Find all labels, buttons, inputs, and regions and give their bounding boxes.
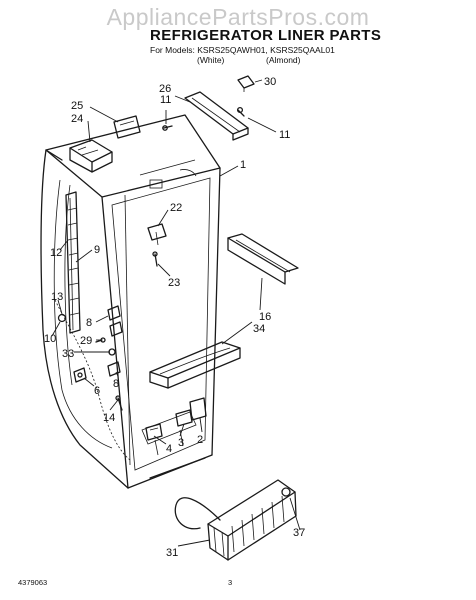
callout-8-lower: 8 xyxy=(113,378,119,390)
callout-1: 1 xyxy=(240,159,246,171)
document-number: 4379063 xyxy=(18,578,48,587)
callout-10: 10 xyxy=(44,333,56,345)
callout-8-upper: 8 xyxy=(86,317,92,329)
variant-white: (White) xyxy=(197,55,225,65)
diagram-title: REFRIGERATOR LINER PARTS xyxy=(150,27,382,44)
callout-2: 2 xyxy=(197,434,203,446)
callout-26: 26 xyxy=(159,83,171,95)
watermark: AppliancePartsPros.com xyxy=(106,4,370,30)
callout-6: 6 xyxy=(94,385,100,397)
callout-29: 29 xyxy=(80,335,92,347)
callout-30: 30 xyxy=(264,76,276,88)
callout-23: 23 xyxy=(168,277,180,289)
liner-cabinet xyxy=(40,114,221,489)
callout-11-top: 11 xyxy=(160,94,171,106)
clip-part xyxy=(237,75,255,92)
callout-33: 33 xyxy=(62,348,74,360)
callout-34: 34 xyxy=(253,323,265,335)
callout-labels: 30 26 11 25 24 11 1 22 12 9 23 16 34 13 … xyxy=(44,76,305,559)
model-numbers: For Models: KSRS25QAWH01, KSRS25QAAL01 xyxy=(150,45,335,55)
leader-lines xyxy=(51,79,301,547)
callout-24: 24 xyxy=(71,113,83,125)
left-small-parts xyxy=(57,305,123,411)
control-housing xyxy=(69,115,141,173)
shelf-ladder-rail xyxy=(65,191,81,334)
callout-9: 9 xyxy=(94,244,100,256)
screws xyxy=(162,106,245,131)
callout-31: 31 xyxy=(166,547,178,559)
top-rail xyxy=(184,91,249,141)
drain-trough-37 xyxy=(174,479,297,561)
callout-16: 16 xyxy=(259,311,271,323)
callout-12: 12 xyxy=(50,247,62,259)
callout-14: 14 xyxy=(103,412,115,424)
callout-37: 37 xyxy=(293,527,305,539)
crisper-cover-34 xyxy=(149,341,241,389)
shelf-support-16 xyxy=(227,233,299,285)
callout-3: 3 xyxy=(178,437,184,449)
bottom-parts xyxy=(145,397,207,441)
callout-4: 4 xyxy=(166,443,172,455)
page-number: 3 xyxy=(228,578,233,587)
callout-22: 22 xyxy=(170,202,182,214)
callout-13: 13 xyxy=(51,291,63,303)
variant-almond: (Almond) xyxy=(266,55,301,65)
callout-11-right: 11 xyxy=(279,129,290,141)
bracket-22 xyxy=(147,223,167,267)
callout-25: 25 xyxy=(71,100,83,112)
